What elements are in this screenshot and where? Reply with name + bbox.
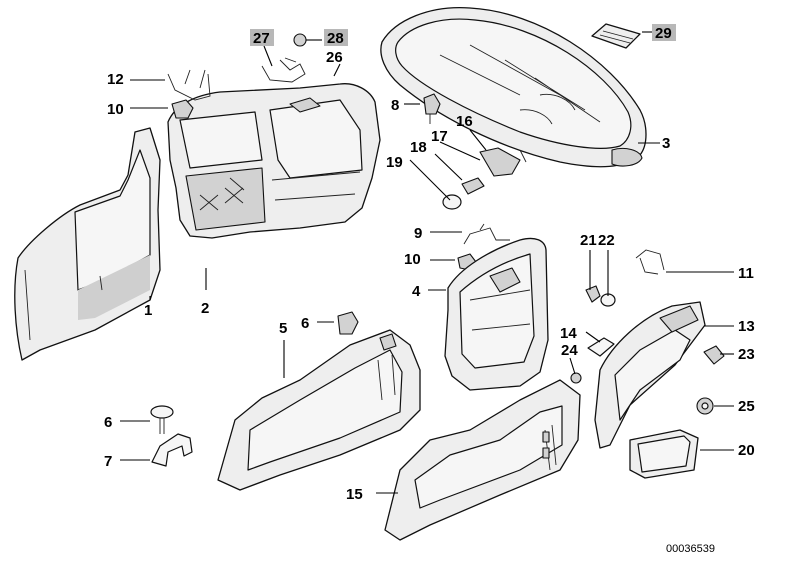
callout-5: 5 (279, 320, 287, 337)
callout-27: 27 (253, 30, 270, 47)
part-11-bracket (635, 249, 665, 275)
part-9-bracket (463, 223, 510, 245)
doc-number: 00036539 (666, 543, 715, 555)
callout-6-lower: 6 (104, 414, 112, 431)
part-6-clip-center (337, 311, 359, 335)
part-29-grille (591, 23, 641, 49)
callout-labels: 1 2 3 4 5 6 6 7 8 9 10 10 11 12 13 14 15… (104, 25, 755, 503)
callout-7: 7 (104, 453, 112, 470)
part-16-17-latch (479, 147, 527, 177)
part-trunk-lid-trim (380, 6, 647, 168)
leader-lines (120, 31, 734, 494)
part-25-washer (696, 397, 714, 415)
part-13-storage-box (594, 301, 706, 449)
part-8-clip (423, 93, 441, 124)
callout-10-lower: 10 (404, 251, 421, 268)
callout-26: 26 (326, 49, 343, 66)
callout-11: 11 (738, 265, 754, 282)
part-27-28-bracket (261, 33, 307, 83)
part-15-lower-side-trim (384, 379, 581, 541)
part-1-left-side-trim (14, 127, 161, 361)
callout-29: 29 (655, 25, 672, 42)
callout-18: 18 (410, 139, 427, 156)
callout-1: 1 (144, 302, 152, 319)
part-7-bracket (151, 433, 193, 467)
callout-20: 20 (738, 442, 755, 459)
callout-17: 17 (431, 128, 448, 145)
part-4-wheel-housing-trim (444, 237, 549, 391)
callout-16: 16 (456, 113, 473, 130)
callout-2: 2 (201, 300, 209, 317)
callout-23: 23 (738, 346, 755, 363)
part-5-lower-trim-panel (217, 329, 421, 491)
callout-21: 21 (580, 232, 597, 249)
part-10-nut-upper (171, 99, 194, 119)
callout-19: 19 (386, 154, 403, 171)
callout-9: 9 (414, 225, 422, 242)
callout-6-center: 6 (301, 315, 309, 332)
callout-10-upper: 10 (107, 101, 124, 118)
highlight-29 (652, 24, 676, 41)
part-12-bracket (167, 69, 211, 101)
part-20-tray (629, 429, 699, 479)
callout-25: 25 (738, 398, 755, 415)
callout-8: 8 (391, 97, 399, 114)
part-6-push-pin (150, 405, 174, 434)
part-2-trunk-floor-trim (167, 83, 381, 239)
callout-22: 22 (598, 232, 615, 249)
callout-28: 28 (327, 30, 344, 47)
part-23-cap (703, 345, 725, 365)
callout-13: 13 (738, 318, 755, 335)
callout-3: 3 (662, 135, 670, 152)
callout-12: 12 (107, 71, 124, 88)
highlight-28 (324, 29, 348, 46)
callout-15: 15 (346, 486, 363, 503)
callout-24: 24 (561, 342, 578, 359)
part-21-bolt (585, 285, 601, 303)
callout-4: 4 (412, 283, 421, 300)
highlight-27 (250, 29, 274, 46)
callout-14: 14 (560, 325, 577, 342)
part-18-19-screw-cap (442, 177, 485, 210)
part-24-screw (570, 372, 582, 384)
